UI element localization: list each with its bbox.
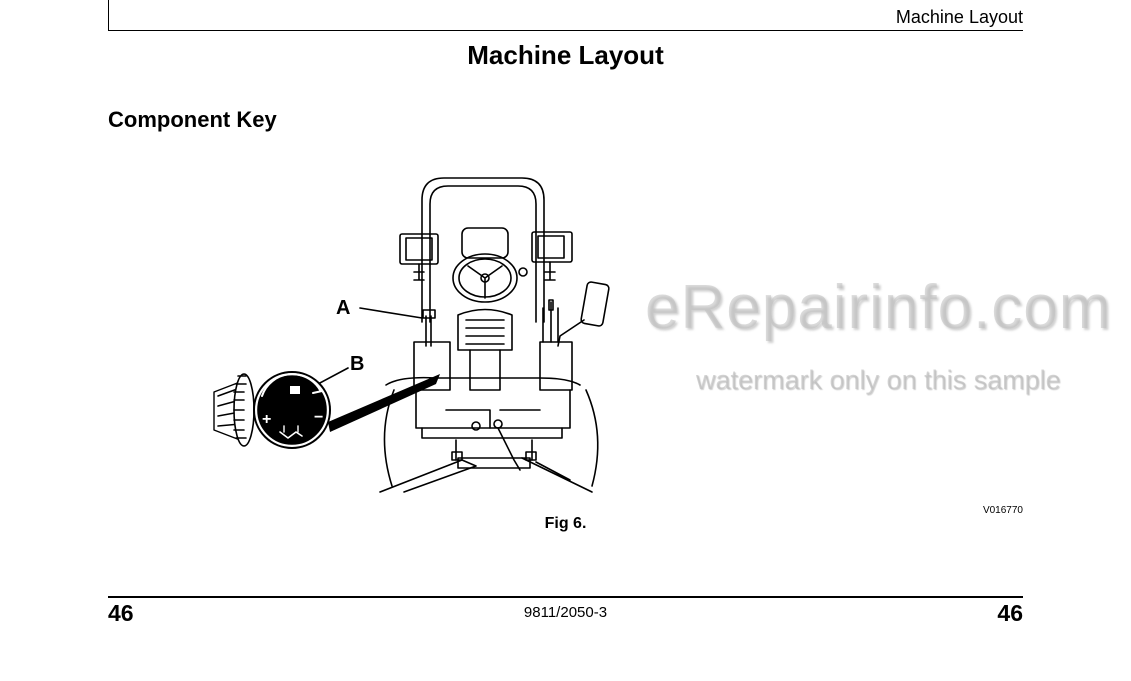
work-light-left <box>399 233 439 281</box>
dial-plus-symbol: + <box>262 411 271 428</box>
front-axle <box>379 439 593 493</box>
zoom-wedge <box>328 374 440 432</box>
header-rule <box>108 30 1023 31</box>
seat-back <box>461 227 509 259</box>
work-light-right <box>531 231 573 281</box>
side-mirror <box>557 281 610 347</box>
document-number: 9811/2050-3 <box>523 604 608 621</box>
console <box>413 308 573 391</box>
control-levers <box>422 299 559 347</box>
chassis <box>385 376 581 471</box>
rops-frame <box>421 177 545 323</box>
steering-wheel <box>452 253 528 303</box>
page-subtitle: Component Key <box>108 107 277 132</box>
callout-a-leader <box>359 307 423 319</box>
header-section-label: Machine Layout <box>895 7 1023 27</box>
figure-code: V016770 <box>982 505 1023 516</box>
rotary-knob-detail: + − <box>213 371 331 449</box>
page-title: Machine Layout <box>467 40 664 70</box>
watermark-sub: watermark only on this sample <box>696 365 1061 395</box>
page-number-left: 46 <box>108 600 134 626</box>
page-number-right: 46 <box>997 600 1023 626</box>
figure-caption: Fig 6. <box>544 515 587 532</box>
margin-line <box>108 0 109 30</box>
callout-b-leader <box>317 367 349 385</box>
tractor-figure: A B + − <box>213 177 610 493</box>
callout-a-label: A <box>336 297 350 319</box>
footer-rule <box>108 596 1023 598</box>
dial-minus-symbol: − <box>314 409 323 426</box>
watermark-main: eRepairinfo.com <box>645 273 1112 342</box>
callout-b-label: B <box>350 353 364 375</box>
